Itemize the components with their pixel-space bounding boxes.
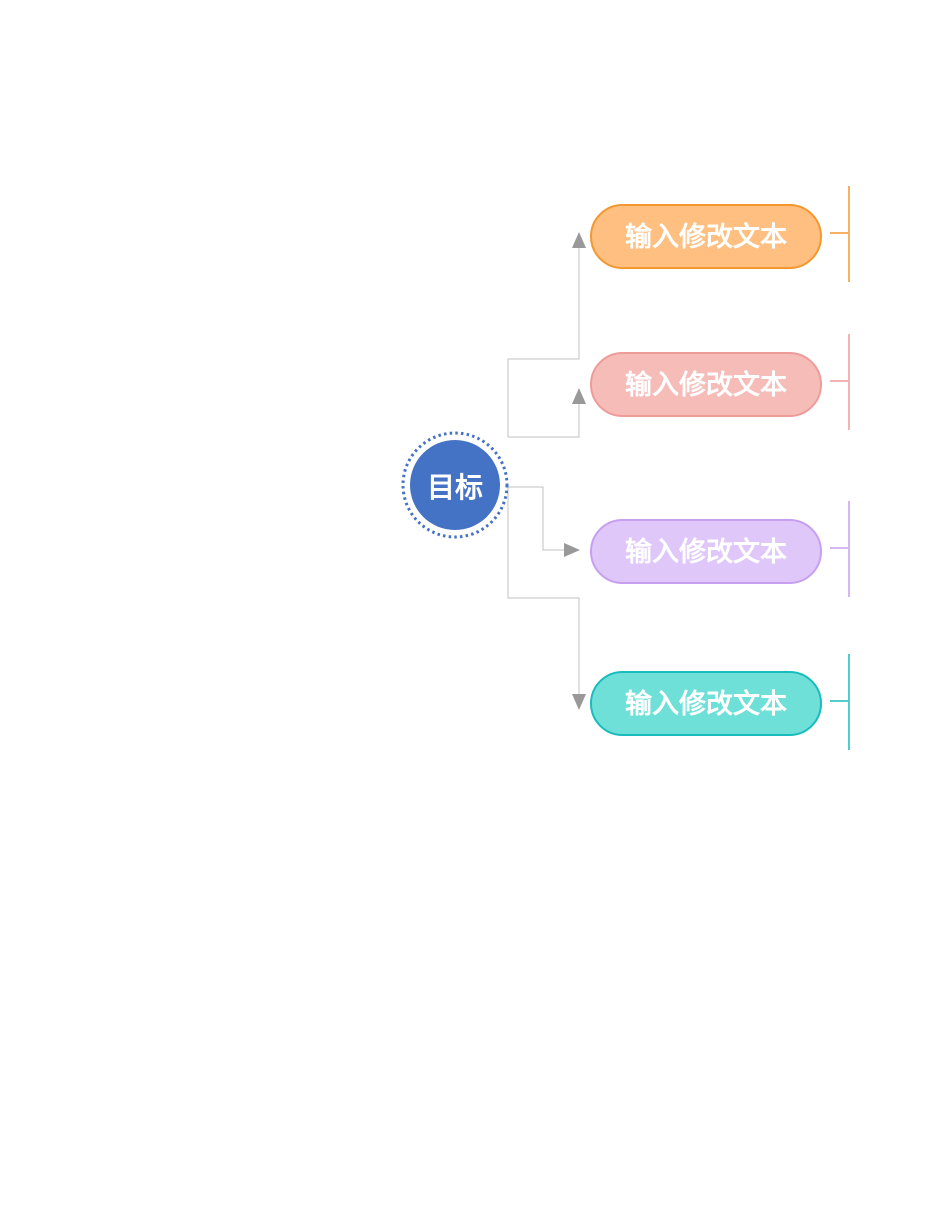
branch-pill-1	[590, 204, 822, 269]
branch-label-2: 输入修改文本	[625, 369, 787, 401]
root-node: 目标	[401, 431, 509, 539]
connector-branch-3	[508, 486, 566, 551]
branch-pill-3	[590, 519, 822, 584]
branch-node-1: 输入修改文本	[590, 186, 850, 282]
branch-label-1: 输入修改文本	[625, 221, 787, 253]
branch-bracket-4	[830, 654, 850, 750]
branch-bracket-1	[830, 186, 850, 282]
connector-lines	[507, 245, 580, 694]
branch-node-4: 输入修改文本	[590, 654, 850, 750]
arrowhead-up-1	[572, 232, 586, 248]
arrowhead-right-3	[564, 543, 580, 557]
arrowhead-up-2	[572, 388, 586, 404]
root-label: 目标	[427, 471, 483, 504]
branch-bracket-3	[830, 501, 850, 597]
connector-branch-2	[508, 402, 580, 438]
branch-label-3: 输入修改文本	[625, 536, 787, 568]
connector-branch-4	[507, 487, 580, 694]
root-dotted-ring	[401, 431, 509, 539]
root-circle	[410, 440, 500, 530]
branch-pill-2	[590, 352, 822, 417]
arrowhead-down-4	[572, 694, 586, 710]
arrowheads	[564, 232, 586, 710]
branch-label-4: 输入修改文本	[625, 688, 787, 720]
branch-bracket-2	[830, 334, 850, 430]
branch-pill-4	[590, 671, 822, 736]
branch-node-3: 输入修改文本	[590, 501, 850, 597]
branch-node-2: 输入修改文本	[590, 334, 850, 430]
connector-branch-1	[507, 245, 580, 437]
